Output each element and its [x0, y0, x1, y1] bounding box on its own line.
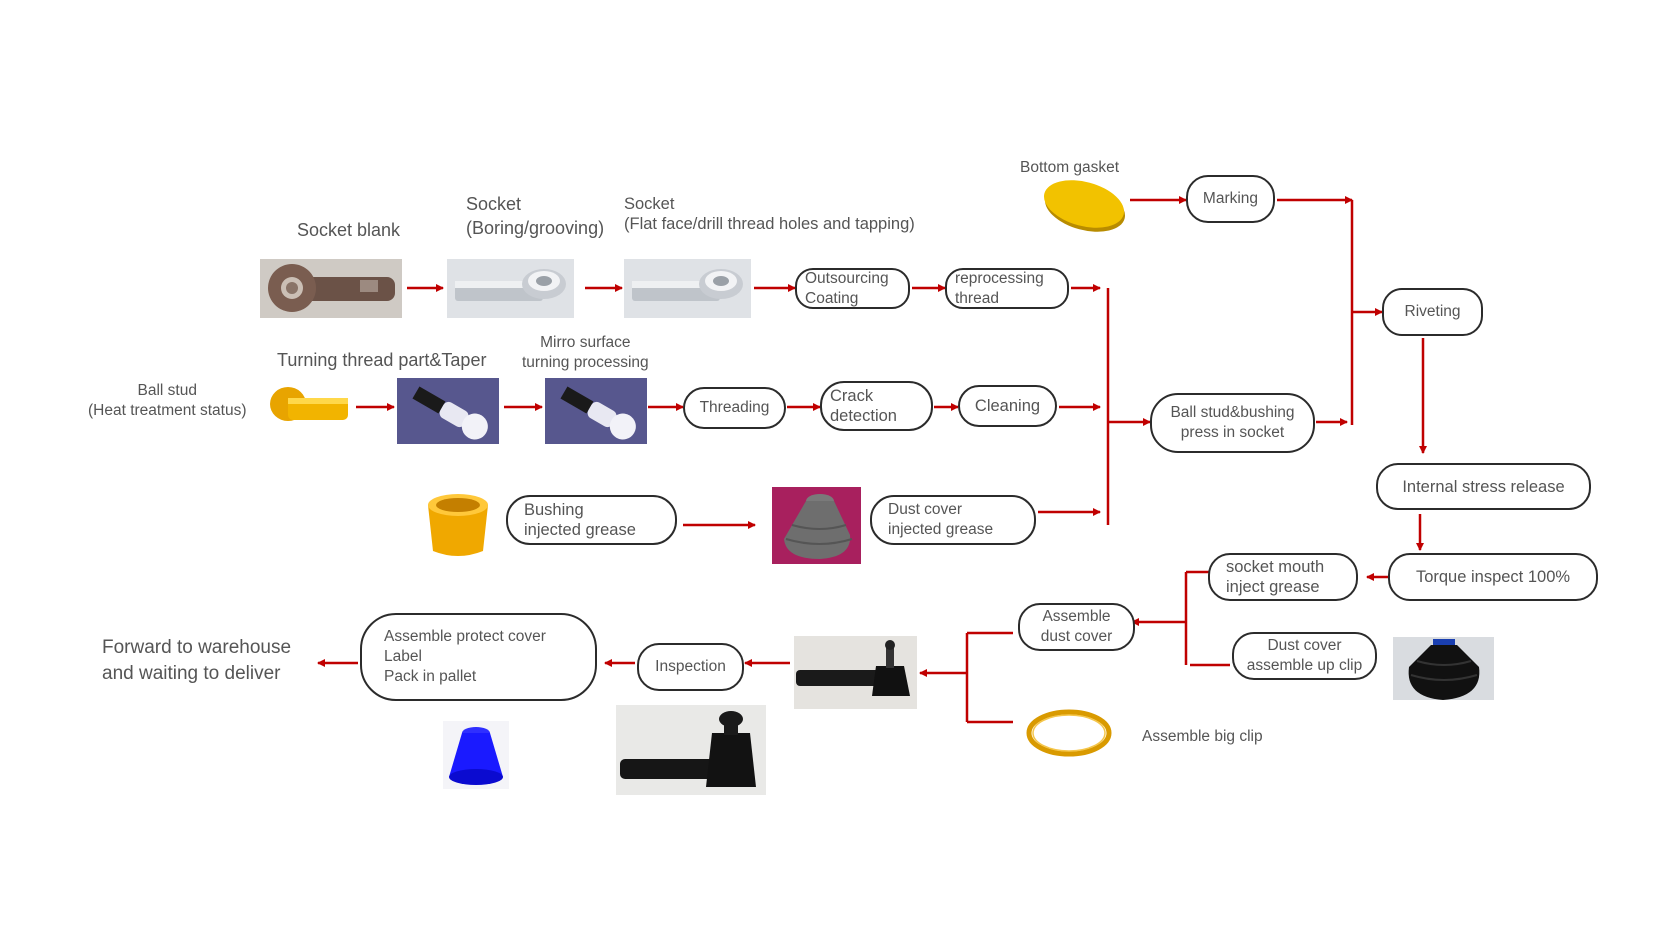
dust-cover-clip-node: Dust cover assemble up clip — [1232, 632, 1377, 680]
socket-mouth-line2: inject grease — [1226, 578, 1320, 596]
ball-stud-bushing-line2: press in socket — [1180, 424, 1285, 441]
mirror-surface-detail: turning processing — [522, 354, 649, 371]
internal-stress-text: Internal stress release — [1402, 477, 1565, 496]
assemble-dust-cover-line1: Assemble — [1042, 608, 1111, 625]
assembled-tie-rod-photo — [794, 636, 917, 709]
ball-stud-detail: (Heat treatment status) — [88, 402, 247, 419]
reprocessing-thread-line2: thread — [955, 289, 999, 307]
bottom-gasket-render — [1040, 175, 1128, 235]
ball-stud-title: Ball stud — [137, 382, 197, 399]
finished-tie-rod-photo — [616, 705, 766, 795]
dust-cover-clip-line2: assemble up clip — [1246, 657, 1363, 674]
mirror-surface-label: Mirro surface turning processing — [522, 333, 649, 373]
socket-flat-face-render — [624, 259, 751, 318]
protect-cover-node: Assemble protect cover Label Pack in pal… — [360, 613, 597, 701]
forward-warehouse-label: Forward to warehouse and waiting to deli… — [102, 635, 291, 687]
socket-mouth-node: socket mouth inject grease — [1208, 553, 1358, 601]
internal-stress-node: Internal stress release — [1376, 463, 1591, 510]
turning-thread-render — [397, 378, 499, 444]
turning-thread-label: Turning thread part&Taper — [277, 350, 487, 370]
cleaning-text: Cleaning — [974, 397, 1041, 415]
dust-cover-grease-node: Dust cover injected grease — [870, 495, 1036, 545]
socket-blank-label: Socket blank — [297, 220, 401, 240]
torque-inspect-text: Torque inspect 100% — [1415, 568, 1571, 586]
marking-node: Marking — [1186, 175, 1275, 223]
socket-flat-label: Socket (Flat face/drill thread holes and… — [624, 194, 915, 234]
socket-boring-title: Socket — [466, 194, 522, 214]
reprocessing-thread-line1: reprocessing — [955, 269, 1044, 287]
inspection-node: Inspection — [637, 643, 744, 691]
mirror-surface-title: Mirro surface — [540, 334, 631, 351]
assemble-dust-cover-node: Assemble dust cover — [1018, 603, 1135, 651]
crack-detection-node: Crack detection — [820, 381, 933, 431]
socket-boring-label: Socket (Boring/grooving) — [466, 192, 604, 240]
torque-inspect-node: Torque inspect 100% — [1388, 553, 1598, 601]
dust-cover-clip-line1: Dust cover — [1267, 637, 1342, 654]
socket-boring-detail: (Boring/grooving) — [466, 218, 605, 238]
forward-warehouse-line1: Forward to warehouse — [102, 637, 292, 658]
mirror-surface-render — [545, 378, 647, 444]
socket-flat-detail: (Flat face/drill thread holes and tappin… — [624, 215, 915, 233]
dust-cover-grease-line2: injected grease — [888, 521, 994, 538]
socket-mouth-line1: socket mouth — [1226, 558, 1325, 576]
bushing-grease-line2: injected grease — [524, 521, 636, 539]
outsourcing-coating-node: Outsourcing Coating — [795, 268, 910, 309]
socket-flat-title: Socket — [624, 195, 675, 213]
big-clip-render — [1025, 707, 1113, 759]
reprocessing-thread-node: reprocessing thread — [945, 268, 1069, 309]
ball-stud-render — [268, 384, 358, 432]
bottom-gasket-label: Bottom gasket — [1020, 159, 1120, 176]
crack-detection-line2: detection — [830, 407, 897, 425]
dust-cover-clip-photo — [1393, 637, 1494, 700]
outsourcing-coating-line1: Outsourcing — [805, 269, 889, 287]
socket-blank-photo — [260, 259, 402, 318]
protect-cover-line2: Label — [384, 648, 422, 665]
threading-node: Threading — [683, 387, 786, 429]
bushing-grease-line1: Bushing — [524, 501, 584, 519]
assemble-dust-cover-line2: dust cover — [1040, 628, 1113, 645]
cleaning-node: Cleaning — [958, 385, 1057, 427]
riveting-node: Riveting — [1382, 288, 1483, 336]
dust-cover-grease-line1: Dust cover — [888, 501, 963, 518]
protect-cover-line3: Pack in pallet — [384, 668, 477, 685]
bushing-render — [425, 491, 491, 559]
assemble-big-clip-label: Assemble big clip — [1142, 728, 1263, 745]
ball-stud-bushing-line1: Ball stud&bushing — [1170, 404, 1295, 421]
riveting-text: Riveting — [1404, 303, 1461, 320]
forward-warehouse-line2: and waiting to deliver — [102, 663, 281, 684]
inspection-text: Inspection — [655, 658, 726, 675]
marking-text: Marking — [1202, 190, 1259, 207]
threading-text: Threading — [699, 399, 770, 416]
socket-boring-render — [447, 259, 574, 318]
bushing-grease-node: Bushing injected grease — [506, 495, 677, 545]
crack-detection-line1: Crack — [830, 387, 874, 405]
protect-cover-line1: Assemble protect cover — [384, 628, 546, 645]
dust-cover-render — [772, 487, 861, 564]
blue-protect-cover-render — [443, 721, 509, 789]
outsourcing-coating-line2: Coating — [805, 289, 859, 307]
ball-stud-bushing-node: Ball stud&bushing press in socket — [1150, 393, 1315, 453]
ball-stud-label: Ball stud (Heat treatment status) — [88, 381, 247, 421]
